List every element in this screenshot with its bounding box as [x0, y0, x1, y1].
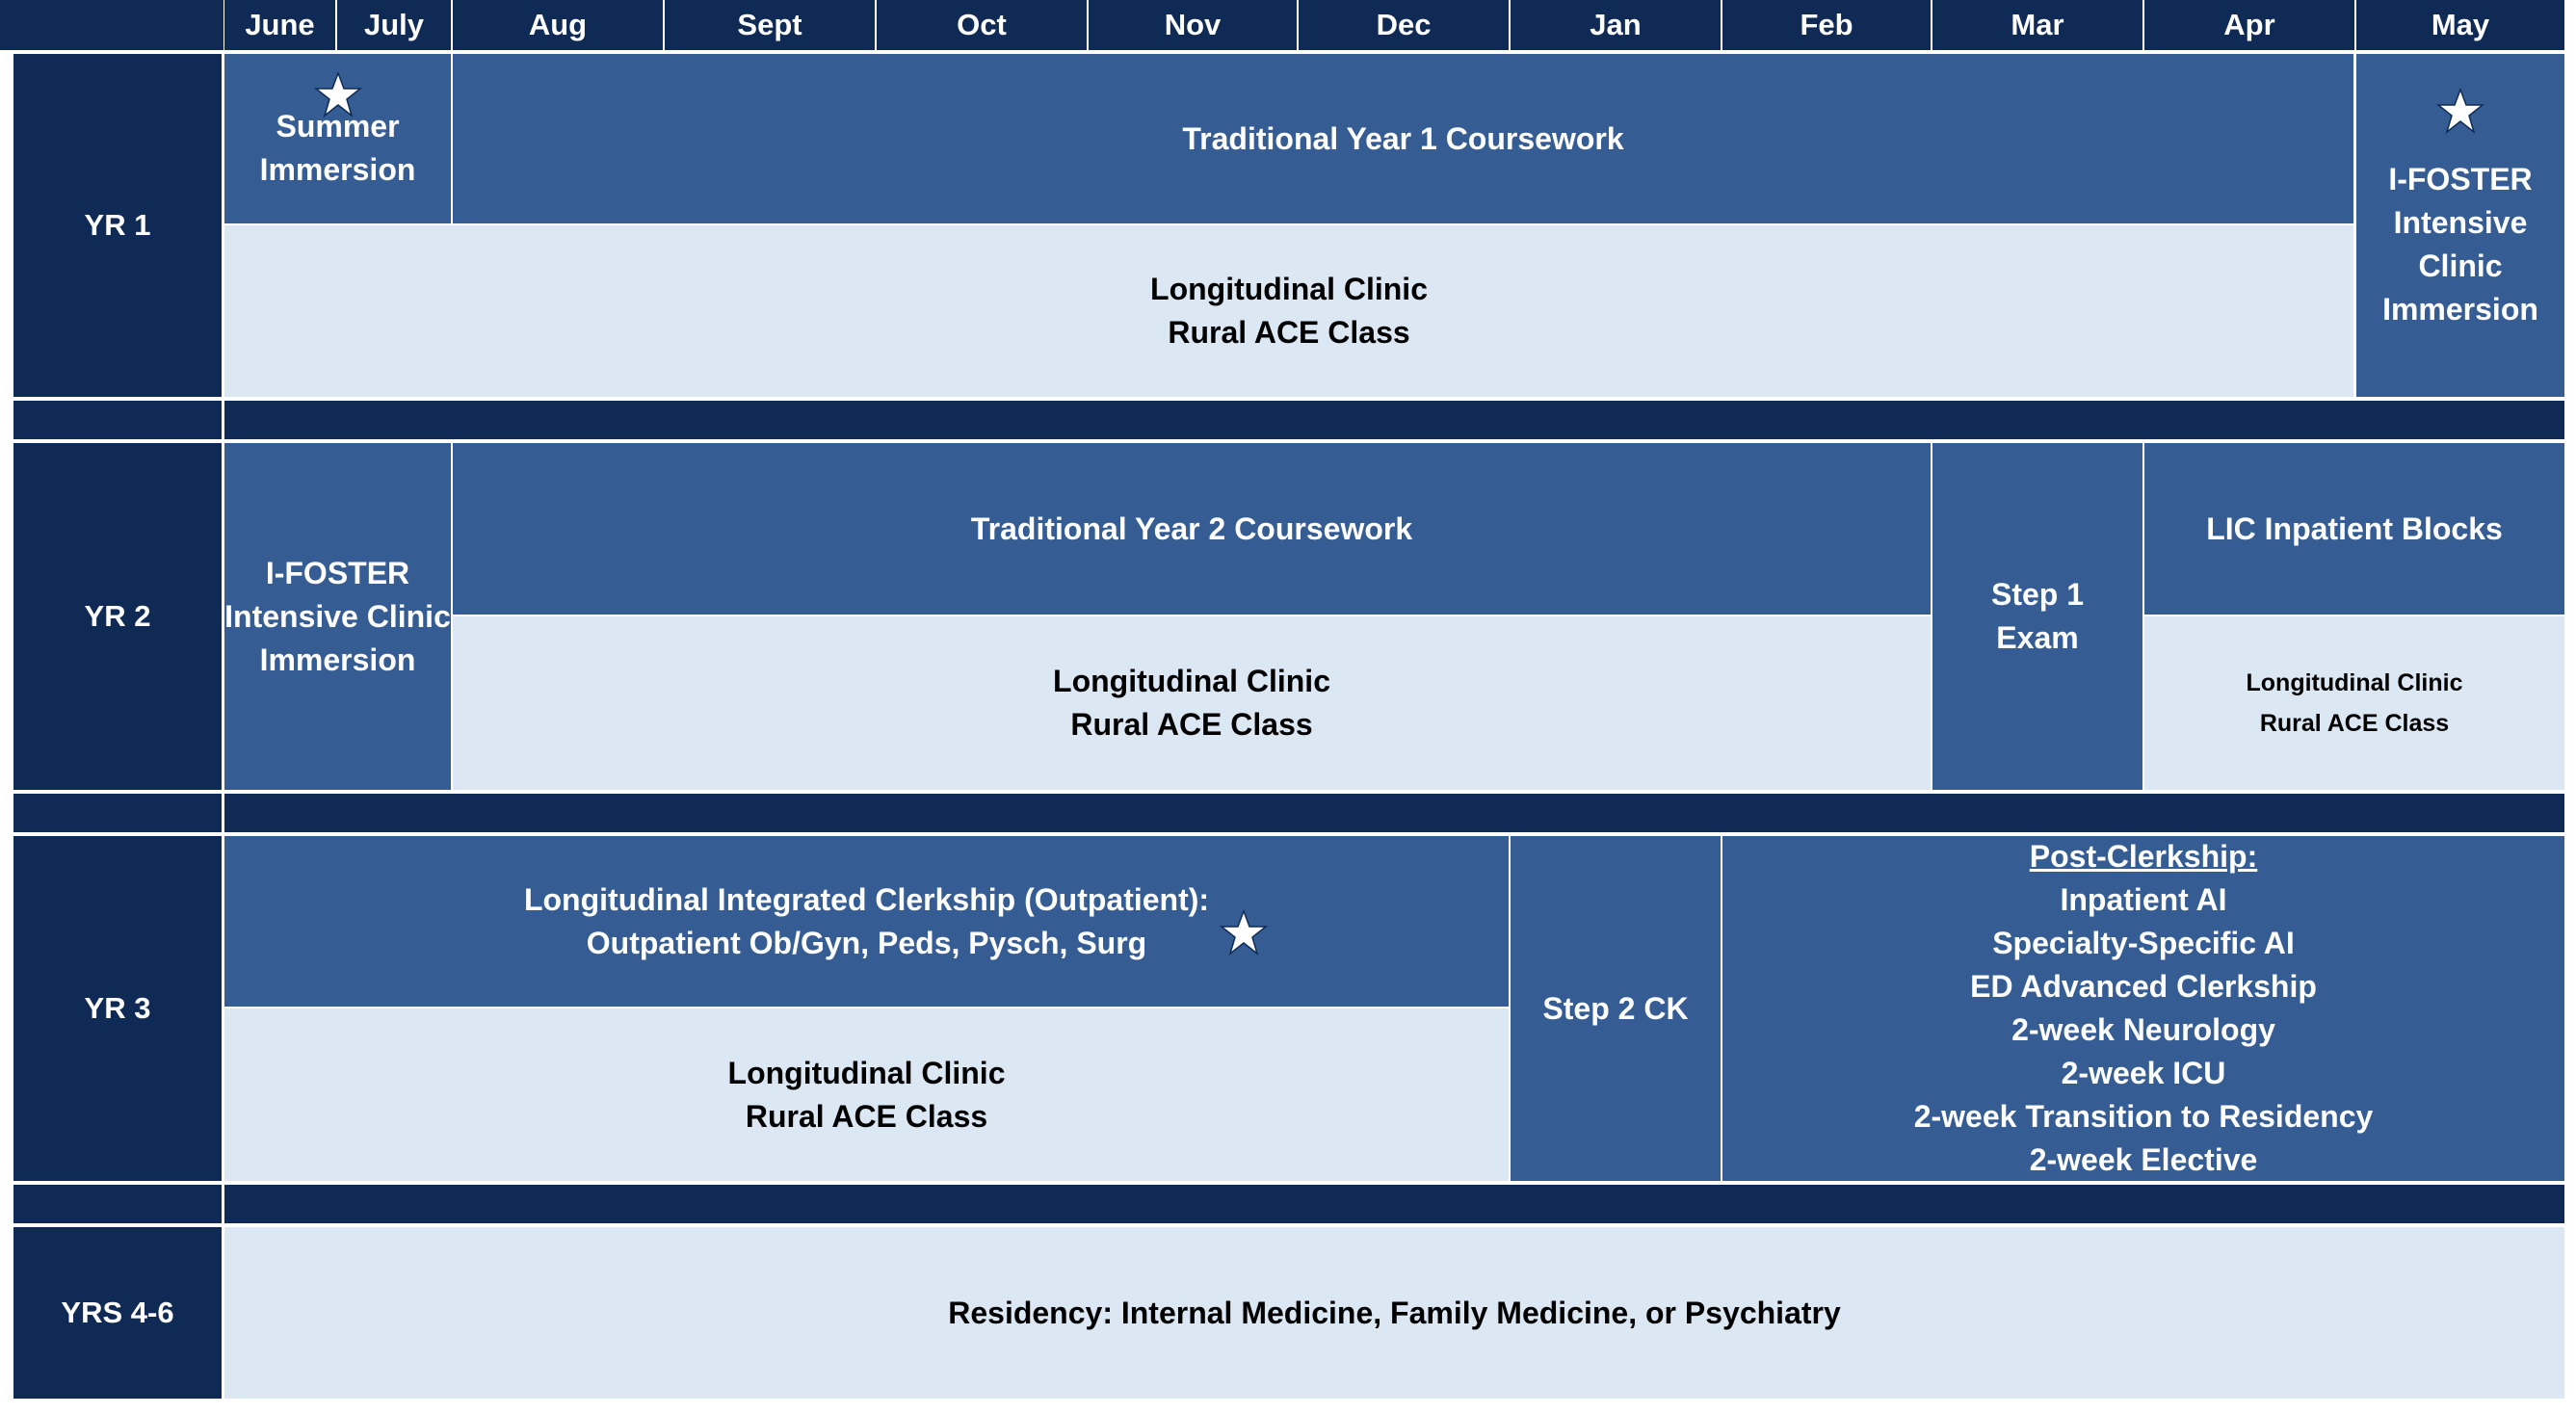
yr3-longitudinal-clinic: Longitudinal Clinic Rural ACE Class [224, 1008, 1509, 1181]
yr3-post-item: 2-week Neurology [2011, 1012, 2275, 1047]
yr3-post-item: Inpatient AI [2060, 882, 2227, 917]
month-jan: Jan [1511, 0, 1721, 50]
yr3-post-item: 2-week ICU [2061, 1056, 2226, 1090]
yr2-longitudinal-clinic: Longitudinal Clinic Rural ACE Class [453, 616, 1931, 790]
yr2-step1-line-2: Exam [1996, 620, 2079, 655]
yr1-ifoster-line-1: I-FOSTER [2388, 162, 2533, 196]
yr1-coursework-label: Traditional Year 1 Coursework [1182, 120, 1624, 156]
yr1-clinic-line-1: Longitudinal Clinic [1150, 272, 1428, 306]
yr1-longitudinal-clinic: Longitudinal Clinic Rural ACE Class [224, 225, 2353, 397]
month-mar: Mar [1932, 0, 2142, 50]
yr2-ifoster-immersion: I-FOSTER Intensive Clinic Immersion [224, 443, 451, 790]
yr2-ifoster-line-3: Immersion [259, 642, 416, 677]
yr3-post-item: ED Advanced Clerkship [1970, 969, 2317, 1004]
month-may: May [2356, 0, 2564, 50]
yr1-ifoster-line-3: Clinic [2418, 249, 2503, 283]
month-oct: Oct [877, 0, 1087, 50]
yr3-post-clerkship: Post-Clerkship: Inpatient AI Specialty-S… [1722, 836, 2564, 1181]
month-sept: Sept [665, 0, 875, 50]
star-icon [2436, 88, 2484, 135]
yr3-post-item: Specialty-Specific AI [1992, 926, 2295, 960]
row-separator [224, 794, 2564, 832]
yr2-lic-longitudinal-clinic: Longitudinal Clinic Rural ACE Class [2144, 616, 2564, 790]
yr3-clinic-line-1: Longitudinal Clinic [727, 1055, 1006, 1090]
yr2-coursework-label: Traditional Year 2 Coursework [970, 511, 1413, 546]
residency-label: Residency: Internal Medicine, Family Med… [948, 1295, 1841, 1330]
year-label-yr1: YR 1 [13, 54, 222, 397]
month-feb: Feb [1722, 0, 1931, 50]
row-separator [224, 1185, 2564, 1223]
month-june: June [224, 0, 335, 50]
yr2-ifoster-line-2: Intensive Clinic [224, 598, 451, 634]
year-label-yr2: YR 2 [13, 443, 222, 790]
yr3-step2-ck: Step 2 CK [1511, 836, 1721, 1181]
row-separator [224, 401, 2564, 439]
yr1-clinic-line-2: Rural ACE Class [1168, 315, 1410, 350]
yr3-clinic-line-2: Rural ACE Class [745, 1098, 988, 1134]
star-icon [1220, 909, 1268, 956]
yr2-lic-blocks-label: LIC Inpatient Blocks [2206, 511, 2503, 546]
yr1-traditional-coursework: Traditional Year 1 Coursework [453, 54, 2353, 223]
yr1-ifoster-line-4: Immersion [2382, 292, 2538, 327]
yr3-lic-line-1: Longitudinal Integrated Clerkship (Outpa… [523, 881, 1210, 917]
yr3-post-item: 2-week Transition to Residency [1913, 1099, 2374, 1134]
yr1-summer-line-2: Immersion [259, 152, 416, 187]
month-apr: Apr [2144, 0, 2354, 50]
yr2-lic-clinic-line-1: Longitudinal Clinic [2246, 669, 2463, 696]
year-label-yrs4-6: YRS 4-6 [13, 1227, 222, 1399]
month-nov: Nov [1089, 0, 1297, 50]
row-separator-label [13, 401, 222, 439]
month-dec: Dec [1299, 0, 1509, 50]
yr3-step2-label: Step 2 CK [1542, 990, 1689, 1026]
yr1-ifoster-line-2: Intensive [2393, 205, 2528, 240]
yr2-traditional-coursework: Traditional Year 2 Coursework [453, 443, 1931, 615]
month-july: July [337, 0, 451, 50]
yr3-lic-line-2: Outpatient Ob/Gyn, Peds, Pysch, Surg [586, 925, 1147, 960]
yr1-summer-line-1: Summer [276, 109, 400, 144]
yrs4-6-residency: Residency: Internal Medicine, Family Med… [224, 1227, 2564, 1399]
yr2-lic-inpatient-blocks: LIC Inpatient Blocks [2144, 443, 2564, 615]
yr2-clinic-line-1: Longitudinal Clinic [1053, 664, 1330, 698]
yr3-post-item: 2-week Elective [2029, 1142, 2258, 1177]
yr3-longitudinal-integrated-clerkship: Longitudinal Integrated Clerkship (Outpa… [224, 836, 1509, 1007]
yr2-ifoster-line-1: I-FOSTER [265, 555, 410, 590]
yr2-lic-clinic-line-2: Rural ACE Class [2259, 710, 2450, 737]
row-separator-label [13, 794, 222, 832]
yr2-step1-line-1: Step 1 [1990, 577, 2085, 612]
month-aug: Aug [453, 0, 663, 50]
yr2-step1-exam: Step 1 Exam [1932, 443, 2142, 790]
header-corner [0, 0, 223, 50]
yr3-post-clerkship-title: Post-Clerkship: [2029, 839, 2258, 874]
star-icon [314, 71, 362, 118]
row-separator-label [13, 1185, 222, 1223]
yr2-clinic-line-2: Rural ACE Class [1070, 707, 1313, 742]
year-label-yr3: YR 3 [13, 836, 222, 1181]
